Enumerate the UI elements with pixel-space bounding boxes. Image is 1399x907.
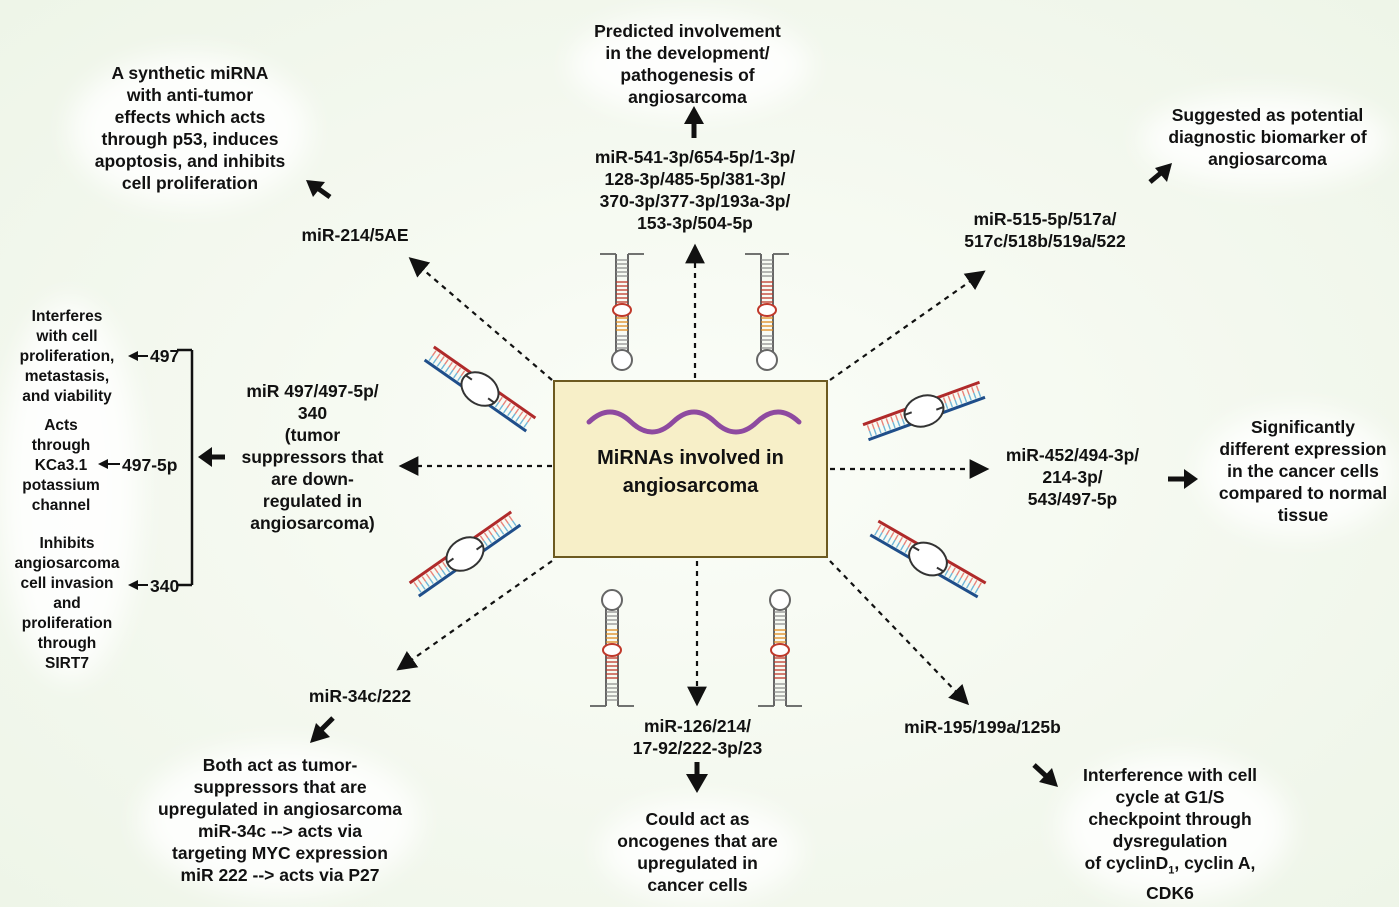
connector-top-right xyxy=(829,270,986,381)
connector-top-left xyxy=(408,257,553,381)
top-left-mirnas: miR-214/5AE xyxy=(301,225,409,245)
arrow-up-right-icon xyxy=(1148,163,1172,184)
right-outcome: Significantly different expression in th… xyxy=(1218,417,1388,525)
glow xyxy=(600,800,800,900)
glow xyxy=(1200,410,1395,535)
bottom-outcome: Could act as oncogenes that are upregula… xyxy=(617,809,778,895)
glow xyxy=(140,745,420,895)
small-arrow-icon xyxy=(128,351,148,361)
stem-loop-icon xyxy=(599,253,645,371)
small-arrow-icon xyxy=(128,580,148,590)
top-right-mirnas: miR-515-5p/517a/ 517c/518b/519a/522 xyxy=(964,209,1126,251)
left-label-497-5p: 497-5p xyxy=(122,455,178,475)
left-label-340: 340 xyxy=(150,576,180,596)
arrow-down-right-icon xyxy=(1032,763,1058,787)
right-mirnas: miR-452/494-3p/ 214-3p/ 543/497-5p xyxy=(1005,445,1140,509)
bottom-right-outcome-sub: 1 xyxy=(1168,864,1175,877)
bottom-mirnas: miR-126/214/ 17-92/222-3p/23 xyxy=(632,716,763,758)
top-mirnas: miR-541-3p/654-5p/1-3p/ 128-3p/485-5p/38… xyxy=(594,147,796,233)
center-title: MiRNAs involved in angiosarcoma xyxy=(597,447,784,497)
top-right-outcome: Suggested as potential diagnostic biomar… xyxy=(1168,105,1367,169)
mirna-duplex-icon xyxy=(404,504,526,604)
left-effect-2: Acts through KCa3.1 potassium channel xyxy=(22,417,100,514)
bottom-right-outcome-b: , cyclin A, CDK6 xyxy=(1146,853,1256,903)
connector-bottom-right xyxy=(829,560,970,706)
glow xyxy=(1060,755,1290,900)
mirna-duplex-icon xyxy=(865,513,991,605)
glow xyxy=(570,15,810,115)
arrow-up-left-icon xyxy=(306,180,332,200)
wave-icon xyxy=(586,409,802,435)
center-box: MiRNAs involved in angiosarcoma xyxy=(553,380,828,558)
top-left-outcome: A synthetic miRNA with anti-tumor effect… xyxy=(94,63,286,193)
left-bracket xyxy=(177,348,194,587)
bottom-left-mirnas: miR-34c/222 xyxy=(308,686,412,706)
mirna-duplex-icon xyxy=(859,374,989,448)
glow xyxy=(70,55,310,205)
stem-loop-icon xyxy=(589,589,635,707)
arrow-right-icon xyxy=(1168,469,1198,489)
stem-loop-icon xyxy=(757,589,803,707)
stem-loop-icon xyxy=(744,253,790,371)
left-label-497: 497 xyxy=(150,346,180,366)
bottom-right-outcome-a: Interference with cell cycle at G1/S che… xyxy=(1082,765,1258,873)
arrow-down-left-icon xyxy=(310,716,335,743)
bottom-right-mirnas: miR-195/199a/125b xyxy=(904,717,1061,737)
bottom-right-outcome: Interference with cell cycle at G1/S che… xyxy=(1065,764,1275,904)
left-effect-1: Interferes with cell proliferation, meta… xyxy=(19,308,115,405)
small-arrow-icon xyxy=(98,459,120,469)
arrow-left-icon xyxy=(198,447,225,467)
top-outcome: Predicted involvement in the development… xyxy=(594,21,781,107)
bottom-left-outcome: Both act as tumor- suppressors that are … xyxy=(157,755,403,885)
glow xyxy=(1140,95,1390,185)
mirna-duplex-icon xyxy=(419,339,541,439)
glow xyxy=(0,300,140,680)
arrow-up-icon xyxy=(684,106,704,138)
connector-bottom-left xyxy=(396,560,553,671)
left-effect-3: Inhibits angiosarcoma cell invasion and … xyxy=(14,535,120,672)
left-mirnas: miR 497/497-5p/ 340 (tumor suppressors t… xyxy=(241,381,384,533)
arrow-down-icon xyxy=(686,762,708,793)
